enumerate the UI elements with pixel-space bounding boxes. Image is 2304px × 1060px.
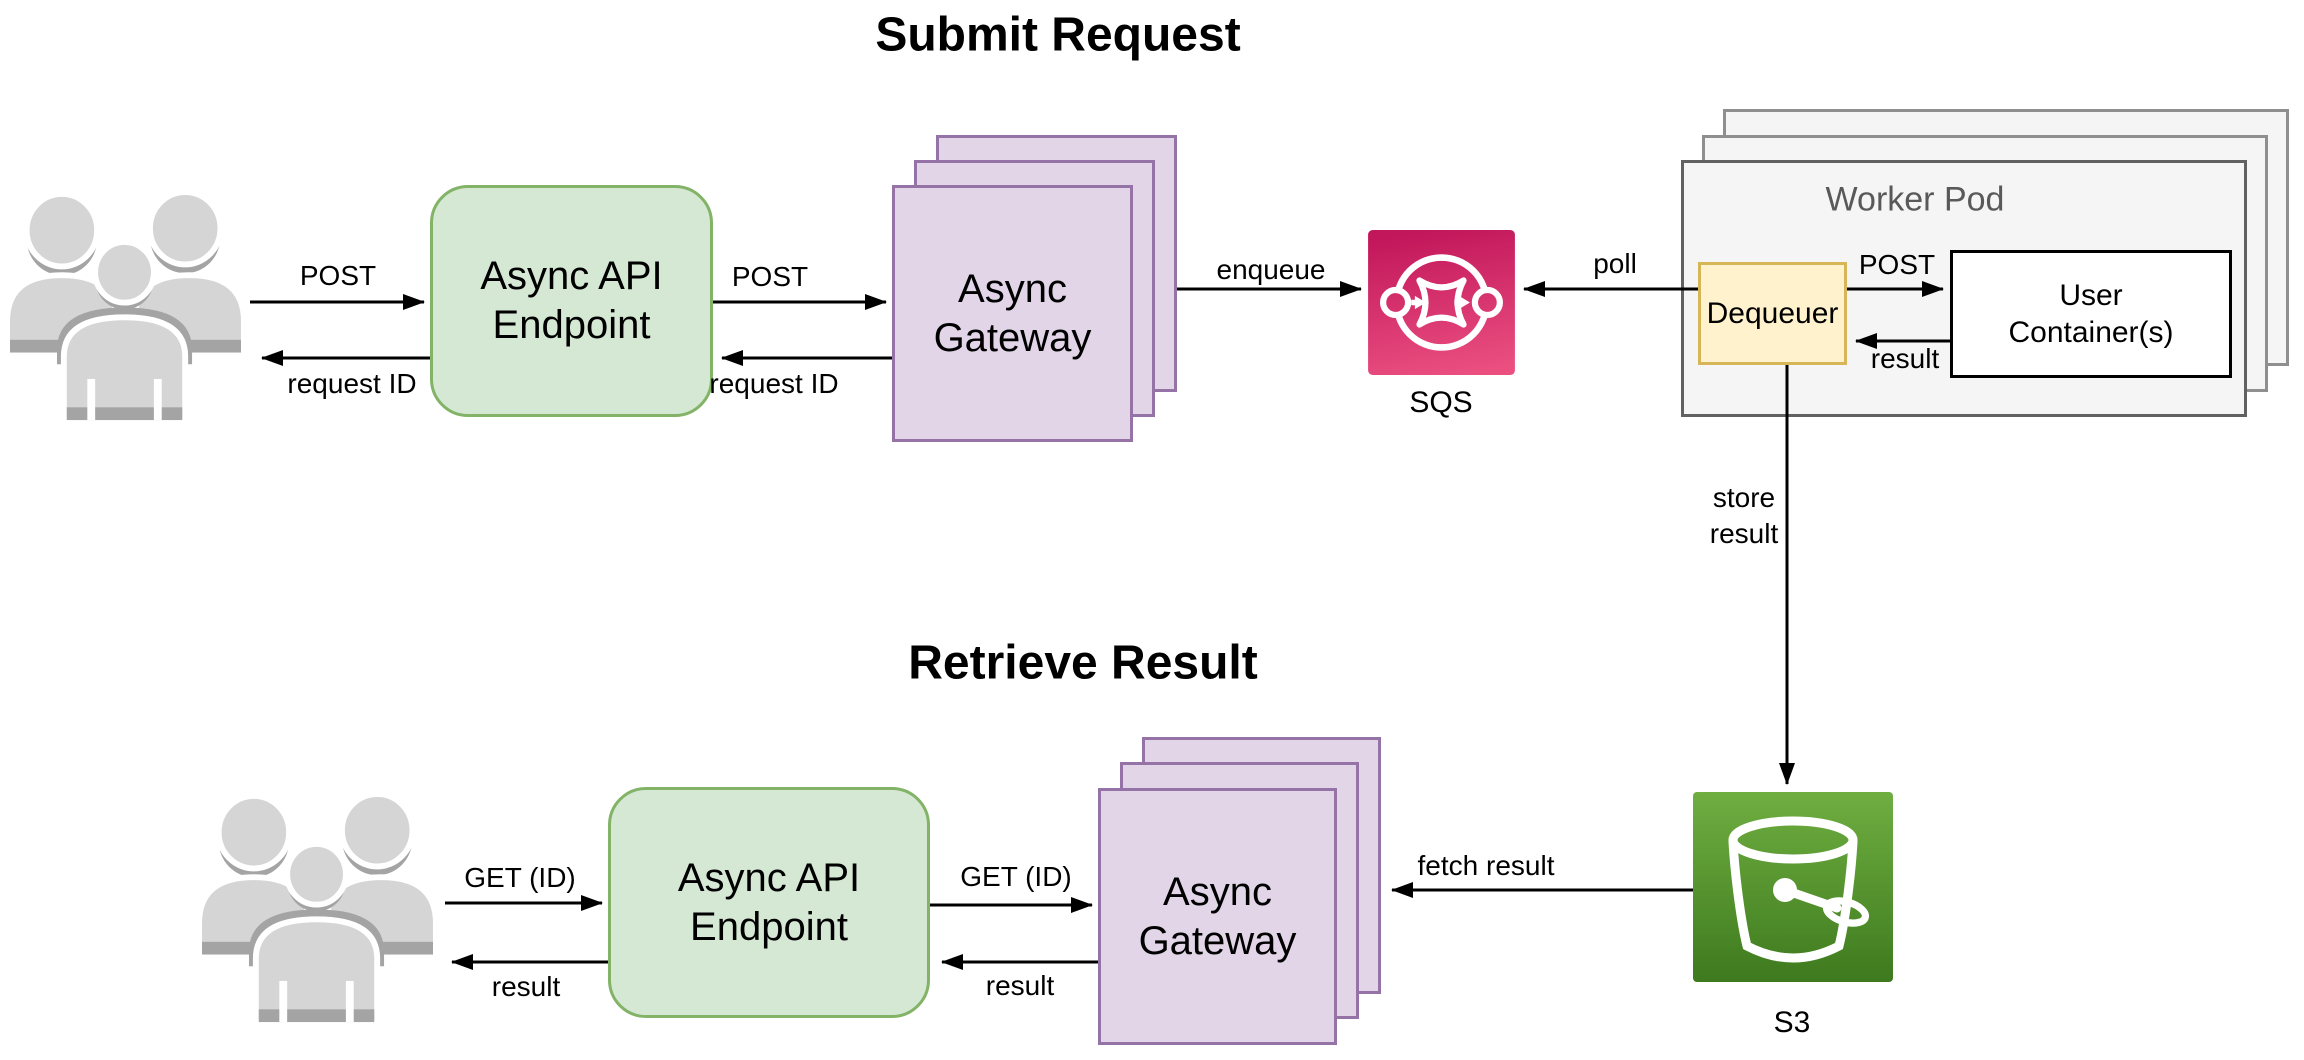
dequeuer-label: Dequeuer — [1706, 296, 1839, 330]
async-api-endpoint-label-line1: Async API — [480, 254, 663, 299]
edge-label-result: result — [1870, 343, 1940, 374]
section-title-retrieve: Retrieve Result — [908, 636, 1258, 690]
async-gateway-label-line1: Async — [1163, 869, 1272, 914]
sqs-label: SQS — [1409, 386, 1473, 419]
user-containers-box: User Container(s) — [1950, 250, 2232, 378]
users-icon — [3, 193, 248, 423]
edge-label-store-result: store result — [1710, 480, 1778, 552]
edge-label-store-result-line2: result — [1709, 518, 1779, 549]
edge-label-request-id: request ID — [287, 368, 417, 399]
section-title-submit: Submit Request — [875, 8, 1241, 62]
s3-icon — [1693, 792, 1893, 982]
edge-label-get-id: GET (ID) — [464, 862, 576, 893]
async-gateway-box: Async Gateway — [892, 185, 1133, 442]
async-gateway-label-line1: Async — [958, 266, 1067, 311]
users-icon — [195, 795, 440, 1025]
edge-label-post: POST — [1858, 249, 1936, 280]
worker-pod-label: Worker Pod — [1825, 180, 2005, 219]
edge-label-post: POST — [299, 260, 377, 291]
edge-label-enqueue: enqueue — [1216, 254, 1326, 285]
async-api-endpoint-box: Async API Endpoint — [430, 185, 713, 417]
edge-label-fetch-result: fetch result — [1417, 850, 1555, 881]
async-gateway-label-line2: Gateway — [1138, 918, 1297, 963]
edge-label-result: result — [491, 971, 561, 1002]
dequeuer-box: Dequeuer — [1698, 262, 1847, 365]
edge-label-store-result-line1: store — [1712, 482, 1776, 514]
async-api-endpoint-label-line2: Endpoint — [492, 303, 651, 347]
s3-label: S3 — [1773, 1006, 1811, 1039]
edge-label-post: POST — [731, 261, 809, 292]
edge-label-poll: poll — [1593, 248, 1637, 279]
edge-label-request-id: request ID — [709, 368, 839, 399]
user-containers-label-line2: Container(s) — [2008, 316, 2174, 349]
async-api-endpoint-box: Async API Endpoint — [608, 787, 930, 1018]
async-gateway-box: Async Gateway — [1098, 788, 1337, 1045]
async-gateway-label-line2: Gateway — [933, 315, 1092, 360]
async-api-endpoint-label-line1: Async API — [677, 855, 861, 900]
user-containers-label-line1: User — [2059, 278, 2123, 312]
edge-label-result: result — [985, 970, 1055, 1001]
sqs-icon — [1368, 230, 1515, 375]
edge-label-get-id: GET (ID) — [960, 861, 1072, 892]
async-api-endpoint-label-line2: Endpoint — [690, 904, 848, 949]
